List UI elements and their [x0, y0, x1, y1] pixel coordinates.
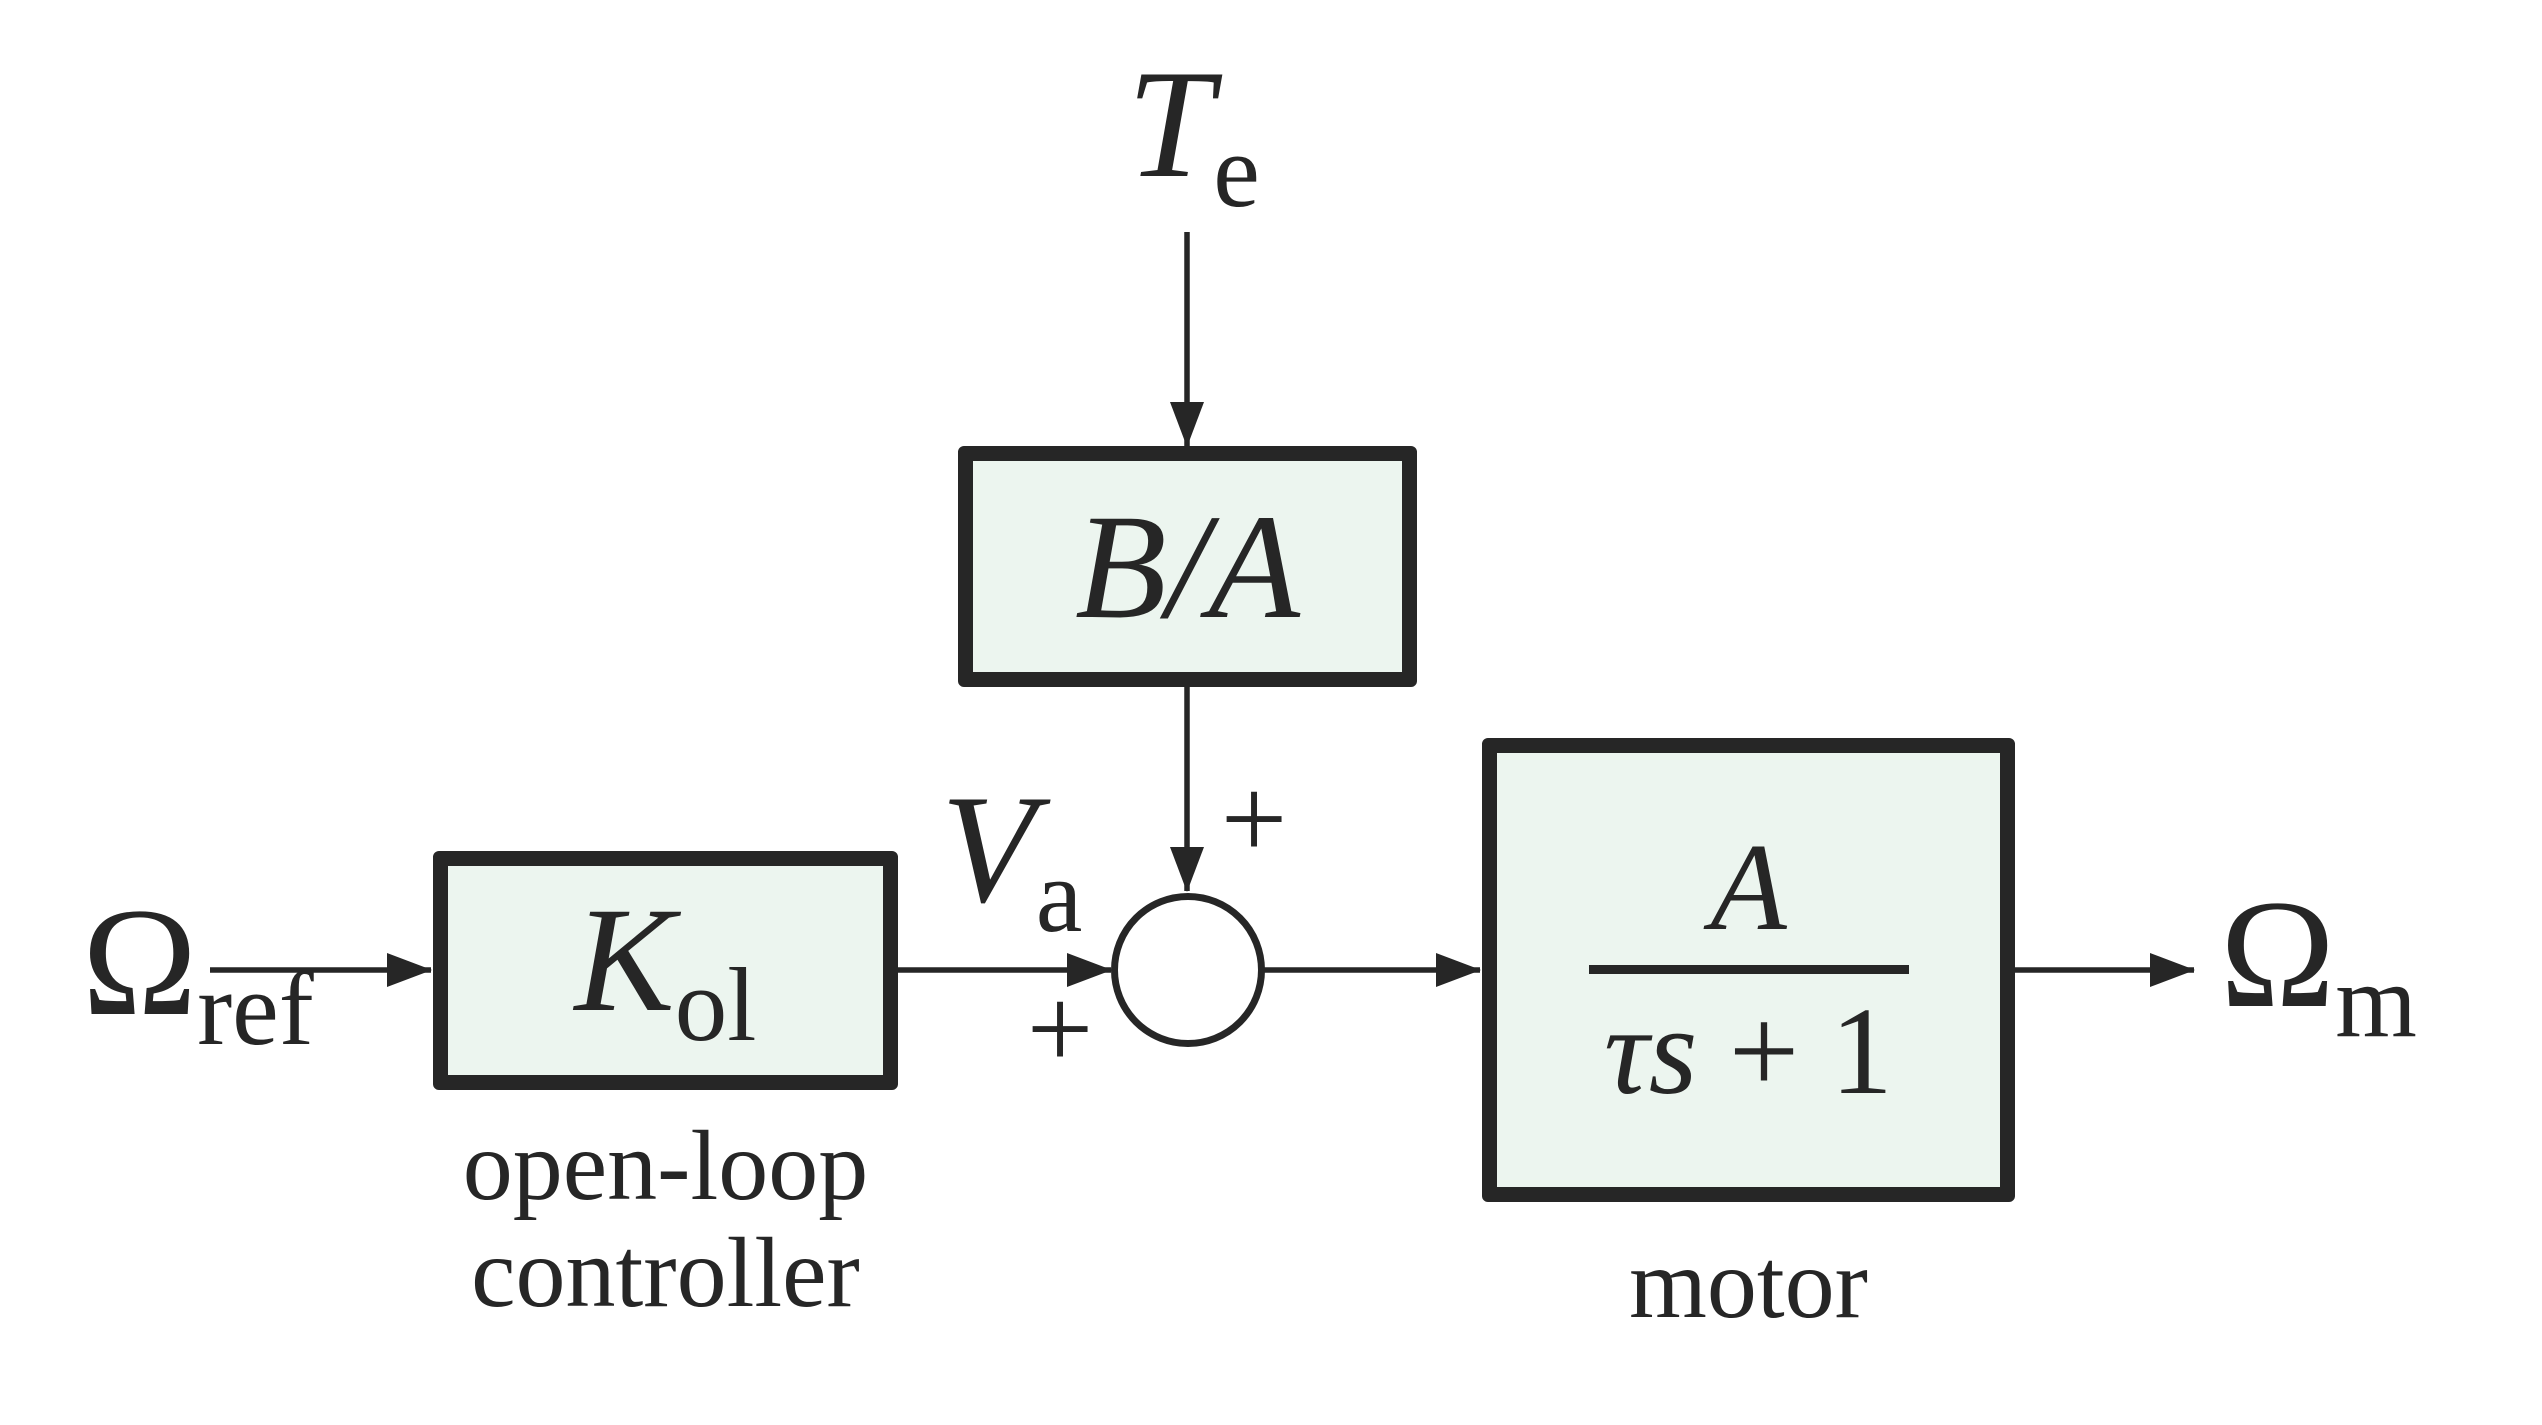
control-voltage-subscript: a [1035, 837, 1083, 954]
motor-transfer-function: A τs + 1 [1588, 818, 1909, 1115]
output-speed-label: Ωm [2220, 877, 2417, 1054]
reference-symbol: Ω [82, 876, 198, 1048]
sum-plus-left: + [1026, 963, 1094, 1094]
motor-block: A τs + 1 [1482, 738, 2015, 1202]
controller-block: Kol [433, 851, 898, 1090]
controller-caption: open-loop controller [433, 1112, 898, 1326]
motor-tf-numerator: A [1710, 818, 1787, 957]
disturbance-gain-label: B/A [1075, 483, 1300, 650]
controller-gain-subscript: ol [674, 945, 757, 1063]
controller-caption-line1: open-loop [462, 1110, 869, 1221]
motor-tf-denominator-var: τs [1604, 982, 1698, 1121]
control-voltage-label: Va [941, 772, 1082, 949]
disturbance-label: Te [1127, 47, 1260, 224]
summing-junction-circle [1111, 893, 1265, 1047]
control-voltage-symbol: V [941, 763, 1036, 935]
disturbance-subscript: e [1213, 112, 1260, 229]
output-speed-subscript: m [2335, 942, 2417, 1059]
reference-subscript: ref [197, 950, 314, 1067]
motor-tf-denominator-tail: + 1 [1697, 982, 1893, 1121]
sum-plus-top: + [1220, 753, 1288, 884]
controller-gain-symbol: K [574, 876, 675, 1043]
disturbance-symbol: T [1127, 38, 1214, 210]
fraction-bar [1588, 964, 1909, 974]
disturbance-gain-block: B/A [958, 446, 1417, 687]
controller-caption-line2: controller [471, 1217, 860, 1328]
reference-label: Ωref [82, 885, 314, 1062]
motor-caption: motor [1629, 1228, 1868, 1339]
output-speed-symbol: Ω [2220, 868, 2336, 1040]
